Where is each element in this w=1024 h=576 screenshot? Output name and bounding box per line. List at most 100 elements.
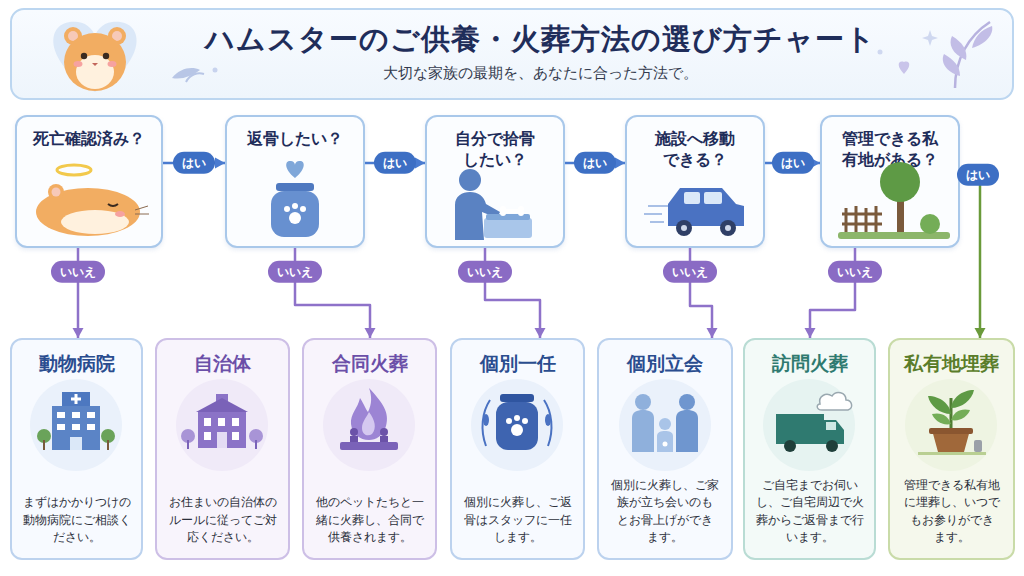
car-icon-part [684, 192, 700, 204]
hospital-icon-part [43, 440, 45, 450]
result-description: 個別に火葬し、ご返骨はスタッフに一任します。 [461, 494, 574, 546]
banner-hamster-part [64, 27, 82, 45]
mobile-cremation-van-icon-part [776, 414, 844, 444]
banner-hamster-part [53, 22, 136, 92]
city-hall-icon-part [204, 432, 211, 440]
arrow-head [707, 328, 718, 338]
hospital-icon-part [72, 412, 80, 418]
family-attending-icon-part [679, 394, 695, 410]
private-land-icon [838, 162, 950, 239]
result-box: 自治体お住まいの自治体のルールに従ってご対応ください。 [155, 338, 290, 560]
question-text: 自分で拾骨したい？ [435, 129, 555, 171]
banner-decoration-part [922, 30, 938, 46]
urn-icon-part [276, 183, 314, 191]
banner-decoration-part [878, 50, 883, 55]
question-text: 返骨したい？ [235, 129, 355, 150]
hospital-icon-part [52, 406, 100, 450]
arrow-head [535, 328, 546, 338]
group-cremation-icon-part [380, 428, 388, 436]
person-picking-bone-icon-part [518, 210, 524, 216]
family-attending-icon-part [659, 418, 671, 430]
urn-icon-part [289, 212, 301, 224]
urn-icon-part [292, 203, 298, 209]
private-land-icon-part [897, 196, 904, 232]
result-description: お住まいの自治体のルールに従ってご対応ください。 [166, 494, 279, 546]
banner-hamster-part [108, 27, 126, 45]
urn-icon-part [271, 191, 319, 237]
arrow-head [73, 328, 84, 338]
private-land-icon-part [920, 214, 940, 234]
question-text: 死亡確認済み？ [25, 129, 153, 150]
plant-burial-icon-part [951, 390, 974, 408]
mobile-cremation-van-icon-part [826, 440, 838, 452]
city-hall-icon-part [196, 398, 248, 412]
city-hall-icon-part [249, 429, 263, 443]
person-picking-bone-icon-part [500, 210, 506, 216]
arrow-head [365, 328, 376, 338]
arrow-head [615, 158, 625, 169]
person-picking-bone-icon-part [518, 206, 524, 212]
arrow-head [975, 328, 986, 338]
banner-decoration-part [186, 73, 204, 82]
result-description: 管理できる私有地に埋葬し、いつでもお参りができます。 [899, 477, 1004, 546]
plant-burial-icon-part [950, 398, 953, 430]
sleeping-hamster-icon-part [115, 211, 125, 217]
car-icon-part [644, 206, 668, 222]
edge-label-pill: はい [957, 164, 999, 186]
individual-urn-icon-part [496, 402, 538, 450]
edge-label-pill: はい [574, 152, 616, 174]
edge-label-pill: はい [173, 152, 215, 174]
individual-urn-icon-part [483, 400, 490, 446]
banner-hamster-part [92, 63, 98, 66]
city-hall-icon-part [176, 379, 268, 471]
banner-decoration-part [972, 26, 992, 48]
family-attending-icon [619, 379, 711, 471]
family-attending-icon-part [635, 394, 651, 410]
city-hall-icon-part [255, 440, 257, 449]
person-picking-bone-icon-part [484, 218, 532, 238]
family-attending-icon-part [676, 410, 698, 452]
city-hall-icon-part [181, 429, 195, 443]
city-hall-icon-part [198, 412, 246, 448]
question-text: 管理できる私有地がある？ [830, 129, 950, 171]
banner-decoration-part [951, 36, 967, 60]
sleeping-hamster-icon-part [48, 184, 64, 200]
group-cremation-icon [323, 379, 415, 471]
result-box: 個別立会個別に火葬し、ご家族が立ち会いのもとお骨上げができます。 [597, 338, 733, 560]
hospital-icon-part [70, 437, 82, 450]
individual-urn-icon-part [544, 400, 551, 446]
result-description: ご自宅までお伺いし、ご自宅周辺で火葬からご返骨まで行います。 [754, 477, 865, 546]
city-hall-icon-part [217, 432, 227, 448]
hospital-icon-part [62, 392, 90, 406]
mobile-cremation-van-icon-part [763, 379, 855, 471]
sleeping-hamster-icon-part [57, 165, 91, 175]
person-picking-bone-icon-part [455, 192, 500, 240]
urn-icon [271, 161, 319, 237]
edge-label-pill: いいえ [268, 261, 322, 283]
car-icon [644, 188, 744, 236]
private-land-icon-part [842, 206, 882, 232]
mobile-cremation-van-icon-part [784, 440, 796, 452]
person-picking-bone-icon-part [459, 169, 481, 191]
hospital-icon-part [107, 440, 109, 450]
city-hall-icon-part [218, 418, 225, 426]
plant-burial-icon [905, 379, 997, 471]
edge-label-pill: いいえ [51, 261, 105, 283]
mobile-cremation-van-icon-part [817, 393, 851, 410]
city-hall-icon-part [187, 440, 189, 449]
mobile-cremation-van-icon [763, 379, 855, 471]
result-box: 訪問火葬ご自宅までお伺いし、ご自宅周辺で火葬からご返骨まで行います。 [743, 338, 876, 560]
banner-decoration-part [943, 54, 960, 76]
plant-burial-icon-part [932, 413, 951, 424]
result-description: まずはかかりつけの動物病院にご相談ください。 [21, 494, 132, 546]
individual-urn-icon-part [514, 415, 520, 421]
banner-hamster-part [108, 61, 117, 67]
plant-burial-icon-part [932, 430, 970, 452]
flow-connector [960, 175, 986, 338]
car-icon-part [681, 225, 687, 231]
city-hall-icon-part [204, 418, 211, 426]
result-heading: 訪問火葬 [749, 352, 870, 375]
individual-urn-icon-part [471, 379, 563, 471]
car-icon-part [668, 188, 744, 226]
question-text: 施設へ移動できる？ [635, 129, 755, 171]
